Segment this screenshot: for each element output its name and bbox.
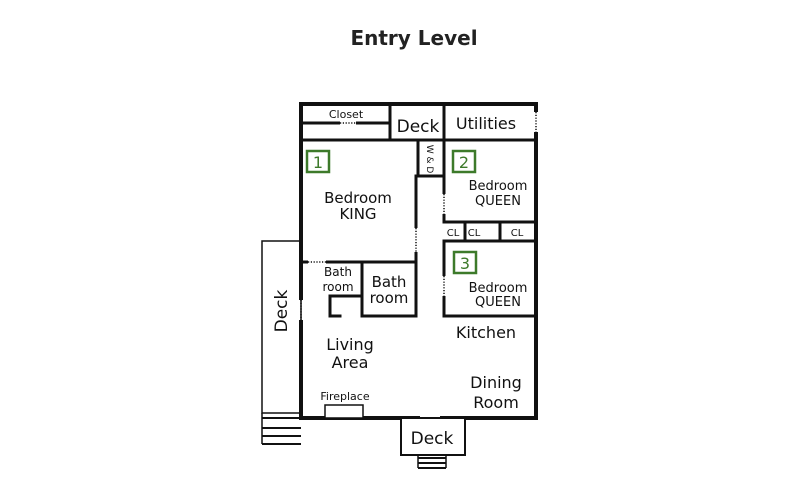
deck-bottom-label: Deck bbox=[411, 429, 454, 449]
plan-title: Entry Level bbox=[350, 26, 477, 50]
bedroom3-size: QUEEN bbox=[475, 295, 521, 310]
closet-label: Closet bbox=[329, 108, 364, 121]
bedroom2-name: Bedroom bbox=[469, 179, 528, 194]
room-badge-3: 3 bbox=[452, 250, 478, 275]
wd-label: W & D bbox=[424, 145, 434, 174]
svg-text:1: 1 bbox=[313, 153, 323, 172]
bath2-label-2: room bbox=[370, 289, 409, 307]
living-label-1: Living bbox=[326, 335, 374, 354]
left-deck bbox=[261, 240, 302, 445]
living-label-2: Area bbox=[332, 353, 369, 372]
dining-label-1: Dining bbox=[470, 373, 522, 392]
fireplace-label: Fireplace bbox=[320, 390, 369, 403]
room-labels: Closet Deck Utilities W & D Bedroom KING… bbox=[272, 108, 527, 449]
svg-text:3: 3 bbox=[460, 254, 470, 273]
bedroom2-size: QUEEN bbox=[475, 194, 521, 209]
closet-b-label: CL bbox=[468, 228, 481, 239]
kitchen-label: Kitchen bbox=[456, 323, 516, 342]
bath2-label-1: Bath bbox=[372, 273, 407, 291]
svg-text:2: 2 bbox=[459, 153, 469, 172]
closet-c-label: CL bbox=[511, 228, 524, 239]
bedroom3-name: Bedroom bbox=[469, 281, 528, 296]
room-badge-2: 2 bbox=[451, 149, 477, 174]
bottom-deck bbox=[400, 417, 466, 469]
closet-a-label: CL bbox=[447, 228, 460, 239]
deck-top-label: Deck bbox=[397, 117, 440, 137]
bath1-label-2: room bbox=[322, 280, 353, 294]
dining-label-2: Room bbox=[473, 393, 519, 412]
deck-left-label: Deck bbox=[272, 289, 292, 332]
bedroom1-size: KING bbox=[339, 205, 376, 223]
fireplace-icon bbox=[324, 404, 364, 419]
bedroom1-name: Bedroom bbox=[324, 189, 392, 207]
bath1-label-1: Bath bbox=[324, 265, 352, 279]
room-badge-1: 1 bbox=[305, 149, 331, 174]
utilities-label: Utilities bbox=[456, 114, 516, 133]
